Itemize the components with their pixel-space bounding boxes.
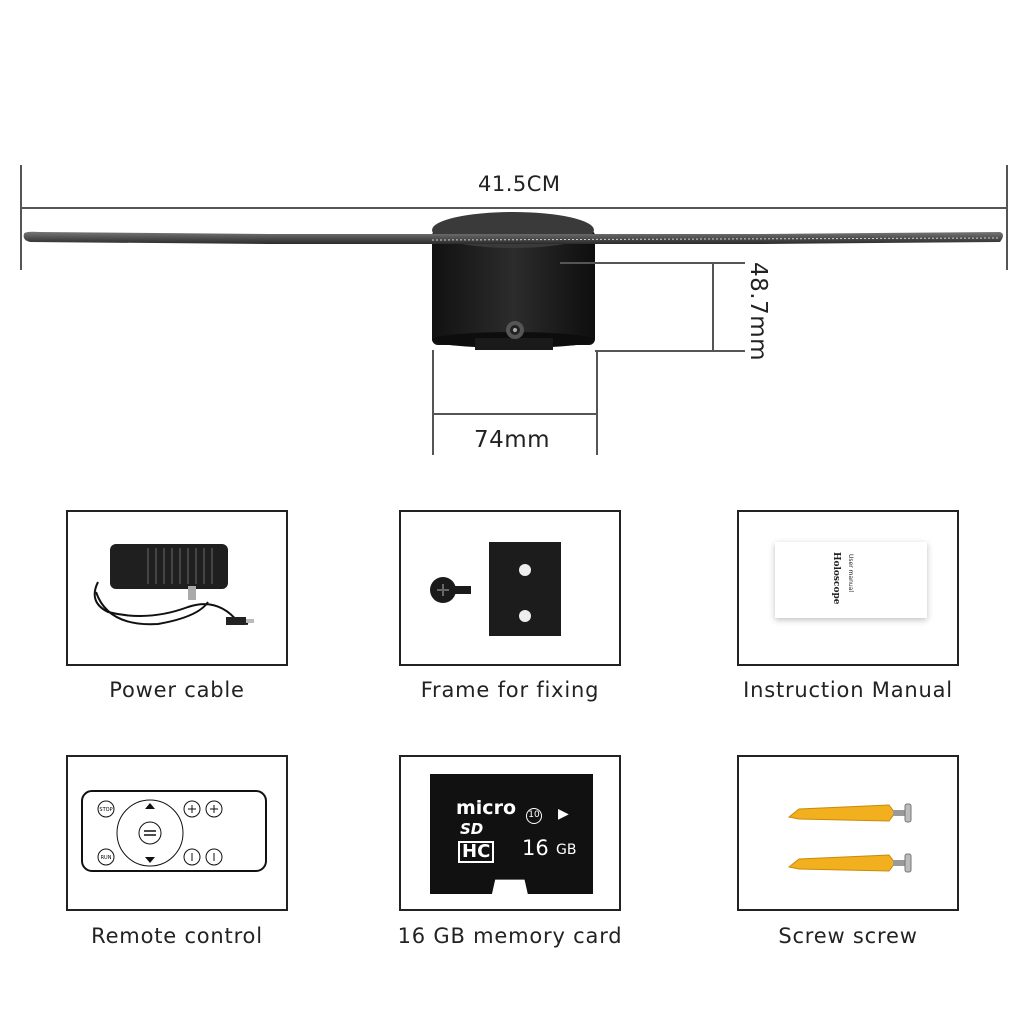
accessory-label: 16 GB memory card: [397, 924, 623, 948]
manual-icon: Holoscope User manual: [775, 542, 927, 618]
accessory-label: Remote control: [91, 924, 263, 948]
accessory-remote-control: STOP RUN: [66, 755, 288, 911]
width-dimension-line: [21, 207, 1007, 209]
accessory-label: Power cable: [109, 678, 245, 702]
card-unit: GB: [556, 842, 577, 858]
base-dimension-line: [432, 413, 597, 415]
card-class: 10: [526, 808, 542, 824]
play-icon: ▶: [558, 806, 569, 822]
card-capacity: 16: [522, 836, 549, 860]
height-dimension-line: [712, 262, 714, 350]
memory-card-icon: micro SD HC 10 ▶ 16 GB: [430, 774, 593, 894]
base-dimension-right: [596, 350, 598, 455]
accessory-label: Frame for fixing: [420, 678, 600, 702]
manual-subtitle: User manual: [847, 554, 854, 593]
height-label: 48.7mm: [745, 262, 771, 362]
accessory-label: Instruction Manual: [743, 678, 953, 702]
accessory-instruction-manual: Holoscope User manual: [737, 510, 959, 666]
wall-anchor-screw-icon: [787, 803, 912, 873]
height-dimension-bottom: [595, 350, 745, 352]
manual-title: Holoscope: [831, 552, 841, 605]
hologram-fan-icon: [23, 212, 1004, 350]
dimension-tick-right: [1006, 165, 1008, 270]
remote-control-icon: STOP RUN: [81, 790, 267, 872]
mount-frame-icon: [430, 542, 561, 636]
run-button-label: RUN: [101, 855, 112, 861]
stop-button-label: STOP: [99, 807, 112, 813]
base-label: 74mm: [474, 427, 551, 453]
accessory-memory-card: micro SD HC 10 ▶ 16 GB: [399, 755, 621, 911]
accessory-label: Screw screw: [778, 924, 918, 948]
dimension-tick-left: [20, 165, 22, 270]
card-hc: HC: [458, 841, 495, 863]
width-label: 41.5CM: [478, 172, 561, 196]
power-adapter-icon: [93, 544, 254, 626]
height-dimension-top: [560, 262, 745, 264]
card-sd: SD: [460, 820, 484, 838]
accessory-fixing-frame: [399, 510, 621, 666]
accessory-screws: [737, 755, 959, 911]
accessory-power-cable: [66, 510, 288, 666]
card-brand: micro: [456, 797, 516, 819]
base-dimension-left: [432, 350, 434, 455]
